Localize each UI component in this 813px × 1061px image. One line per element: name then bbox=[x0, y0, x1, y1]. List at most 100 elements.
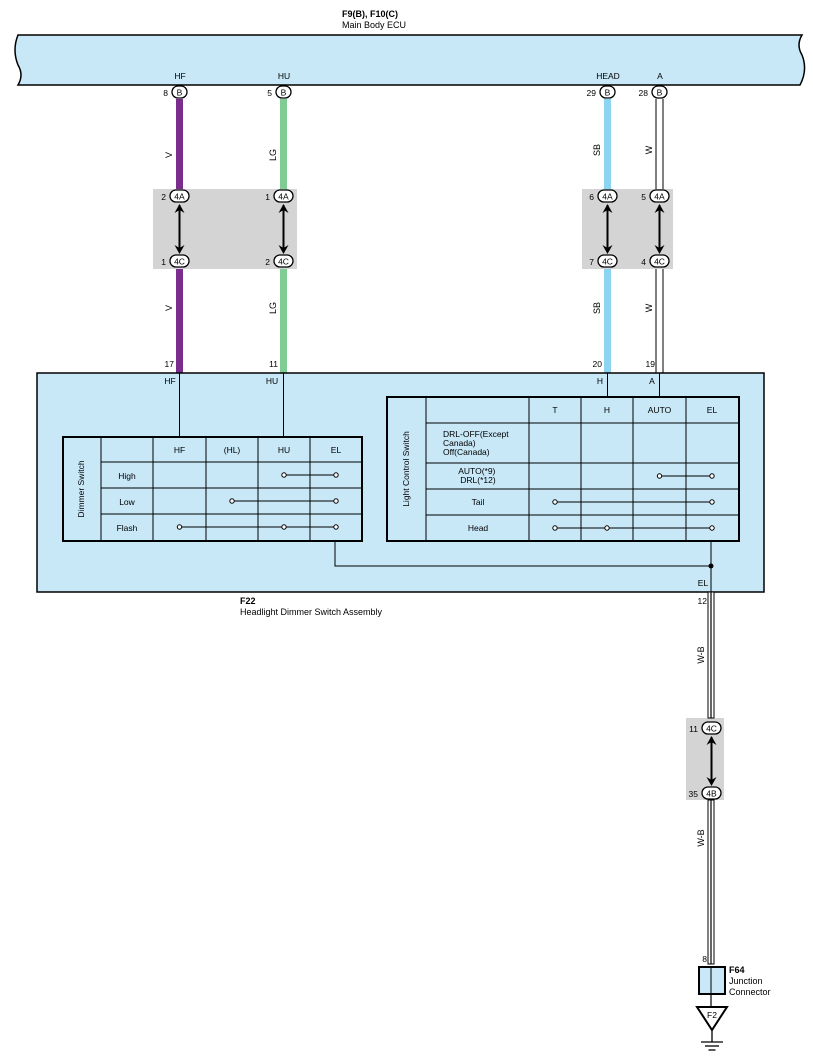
lower-junction-lower-conn: 4B bbox=[706, 789, 717, 799]
junction-connector-box bbox=[698, 966, 726, 995]
wire-v-lower bbox=[176, 269, 183, 373]
switch-pin-19: 19 bbox=[646, 359, 656, 369]
dimmer-row-flash: Flash bbox=[117, 523, 138, 533]
junction-upper-1-conn: 4A bbox=[174, 192, 185, 202]
ecu-pin-label-hf: HF bbox=[174, 71, 185, 81]
ecu-pin-head: 29 B bbox=[587, 85, 616, 99]
junction-connector-name1: Junction bbox=[729, 976, 763, 986]
junction-upper-1-pin: 2 bbox=[161, 192, 166, 202]
ecu-pin-hf: 8 B bbox=[163, 85, 188, 99]
lcs-row-auto-line2: DRL(*12) bbox=[460, 475, 496, 485]
junction-upper-1: 2 4A bbox=[161, 189, 190, 203]
junction-lower-2-conn: 4C bbox=[278, 257, 289, 267]
junction-lower-4-pin: 4 bbox=[641, 257, 646, 267]
ground-triangle bbox=[695, 1006, 729, 1032]
switch-internal-wiring bbox=[179, 373, 712, 592]
junction-upper-3: 6 4A bbox=[589, 189, 618, 203]
switch-assembly-name: Headlight Dimmer Switch Assembly bbox=[240, 607, 383, 617]
wire-color-lg-upper: LG bbox=[268, 149, 278, 161]
lcs-col-el: EL bbox=[707, 405, 718, 415]
dimmer-col-hf: HF bbox=[174, 445, 185, 455]
light-control-switch-title: Light Control Switch bbox=[401, 431, 411, 507]
lcs-col-auto: AUTO bbox=[648, 405, 672, 415]
junction-lower-1-pin: 1 bbox=[161, 257, 166, 267]
junction-connector-id: F64 bbox=[729, 965, 745, 975]
wire-color-lg-lower: LG bbox=[268, 302, 278, 314]
ecu-connectors: F9(B), F10(C) bbox=[342, 9, 398, 19]
wire-w-upper bbox=[655, 99, 664, 189]
wire-color-sb-lower: SB bbox=[592, 302, 602, 314]
switch-pin-17: 17 bbox=[165, 359, 175, 369]
ground-icon bbox=[701, 1030, 723, 1051]
wire-v-upper bbox=[176, 99, 183, 189]
switch-ground-pin: 12 bbox=[698, 596, 708, 606]
switch-label-hu: HU bbox=[266, 376, 278, 386]
junction-lower-3-conn: 4C bbox=[602, 257, 613, 267]
junction-lower-3-pin: 7 bbox=[589, 257, 594, 267]
light-control-switch-table bbox=[386, 396, 740, 542]
ecu-pin-hf-conn: B bbox=[177, 88, 183, 98]
wire-color-wb-upper: W-B bbox=[696, 646, 706, 663]
lcs-row-drl-off-line1: DRL-OFF(Except bbox=[443, 429, 509, 439]
wire-color-w-lower: W bbox=[644, 303, 654, 312]
wire-color-wb-lower: W-B bbox=[696, 829, 706, 846]
switch-assembly-box bbox=[36, 372, 765, 593]
wire-lg-lower bbox=[280, 269, 287, 373]
wire-color-v-lower: V bbox=[164, 305, 174, 311]
junction-lower-1-conn: 4C bbox=[174, 257, 185, 267]
lcs-row-tail: Tail bbox=[472, 497, 485, 507]
switch-pin-11: 11 bbox=[269, 359, 278, 369]
el-junction-dot bbox=[708, 563, 714, 569]
wire-lg-upper bbox=[280, 99, 287, 189]
lcs-row-drl-off: DRL-OFF(Except Canada) Off(Canada) bbox=[443, 429, 511, 457]
junction-lower-1: 1 4C bbox=[161, 254, 190, 268]
dimmer-col-hl: (HL) bbox=[224, 445, 241, 455]
ecu-pin-hu: 5 B bbox=[267, 85, 292, 99]
ecu-pin-a: 28 B bbox=[639, 85, 668, 99]
switch-pin-20: 20 bbox=[593, 359, 603, 369]
wire-w-lower bbox=[655, 269, 664, 373]
switch-ground-label: EL bbox=[698, 578, 709, 588]
lower-junction-arrow bbox=[706, 736, 717, 786]
lower-junction-lower-pin: 35 bbox=[689, 789, 699, 799]
dimmer-row-low: Low bbox=[119, 497, 135, 507]
dimmer-row-high: High bbox=[118, 471, 136, 481]
junction-connector-pin: 8 bbox=[702, 954, 707, 964]
dimmer-col-el: EL bbox=[331, 445, 342, 455]
ecu-name: Main Body ECU bbox=[342, 20, 406, 30]
lcs-row-auto-line1: AUTO(*9) bbox=[458, 466, 495, 476]
junction-upper-4-conn: 4A bbox=[654, 192, 665, 202]
junction-lower-2-pin: 2 bbox=[265, 257, 270, 267]
lcs-row-drl-off-line3: Off(Canada) bbox=[443, 447, 490, 457]
junction-upper-2: 1 4A bbox=[265, 189, 294, 203]
ecu-pin-hu-conn: B bbox=[281, 88, 287, 98]
ecu-pin-head-number: 29 bbox=[587, 88, 597, 98]
ecu-pin-label-head: HEAD bbox=[596, 71, 620, 81]
ecu-pin-head-conn: B bbox=[605, 88, 611, 98]
dimmer-switch-title: Dimmer Switch bbox=[76, 460, 86, 517]
dimmer-switch-table bbox=[62, 436, 363, 542]
lcs-row-drl-off-line2: Canada) bbox=[443, 438, 476, 448]
junction-arrow-1 bbox=[174, 204, 185, 254]
junction-connector-name2: Connector bbox=[729, 987, 771, 997]
switch-assembly-id: F22 bbox=[240, 596, 256, 606]
ecu-box bbox=[14, 34, 806, 86]
junction-lower-2: 2 4C bbox=[265, 254, 294, 268]
junction-upper-3-pin: 6 bbox=[589, 192, 594, 202]
ecu-pin-label-hu: HU bbox=[278, 71, 290, 81]
junction-upper-3-conn: 4A bbox=[602, 192, 613, 202]
junction-upper-2-conn: 4A bbox=[278, 192, 289, 202]
wire-color-sb-upper: SB bbox=[592, 144, 602, 156]
lower-junction-upper-pin: 11 bbox=[689, 724, 698, 734]
junction-upper-4: 5 4A bbox=[641, 189, 670, 203]
wire-color-v-upper: V bbox=[164, 152, 174, 158]
ground-id: F2 bbox=[707, 1010, 717, 1020]
wire-sb-upper bbox=[604, 99, 611, 189]
junction-upper-2-pin: 1 bbox=[265, 192, 270, 202]
junction-upper-4-pin: 5 bbox=[641, 192, 646, 202]
lcs-col-h: H bbox=[604, 405, 610, 415]
ecu-pin-a-conn: B bbox=[657, 88, 663, 98]
lcs-col-t: T bbox=[552, 405, 557, 415]
dimmer-connections bbox=[176, 472, 339, 530]
